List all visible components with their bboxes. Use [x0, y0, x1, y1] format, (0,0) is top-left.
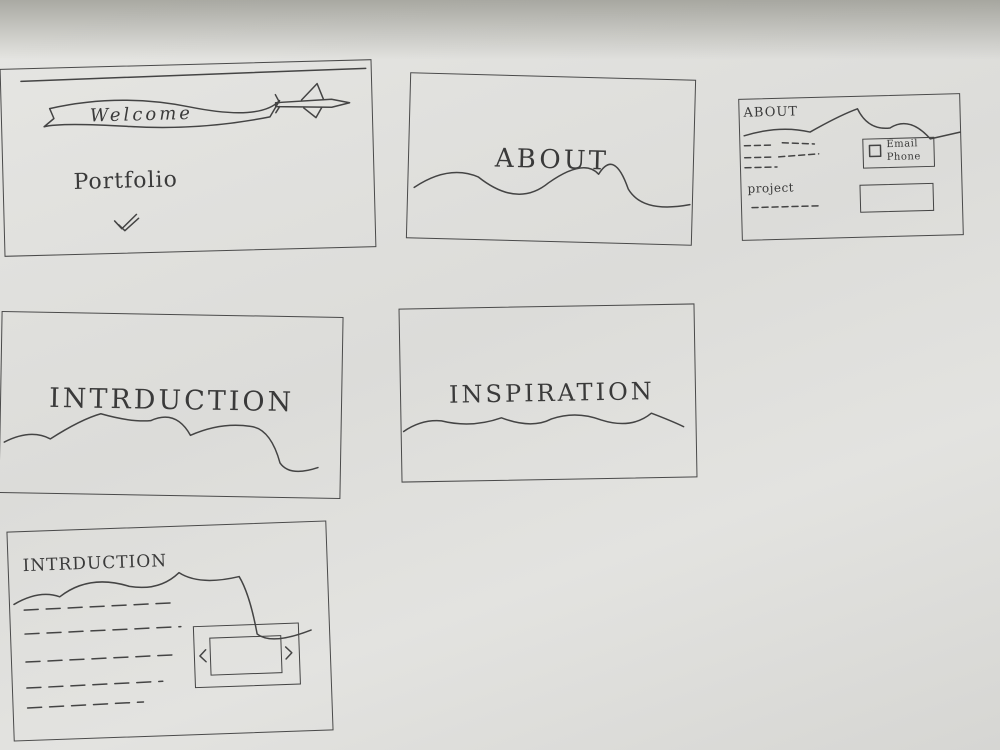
about-detail-mountain-line: [743, 108, 961, 140]
chevron-left-icon: [199, 649, 207, 663]
sketch-inspiration-frame: INSPIRATION: [398, 303, 698, 483]
checkbox-icon: [868, 144, 882, 158]
introduction-mountain-line: [3, 413, 319, 473]
sketch-welcome-frame: Welcome Portfolio: [0, 59, 377, 257]
airplane-icon: [274, 82, 351, 119]
welcome-banner-ribbon: [43, 99, 281, 129]
top-shadow: [0, 0, 1000, 60]
sketch-about-detail-frame: ABOUT Email Phone project: [738, 93, 964, 241]
sketch-introduction-frame: INTRDUCTION: [0, 311, 344, 499]
project-text-lines: [751, 205, 821, 209]
introduction-detail-text-lines: [23, 602, 182, 709]
introduction-detail-mountain-line: [13, 571, 312, 640]
project-image-box: [859, 182, 935, 213]
checkmark-icon: [113, 213, 140, 232]
contact-phone-label: Phone: [886, 151, 921, 164]
chevron-right-icon: [284, 646, 293, 660]
about-detail-text-lines: [743, 142, 820, 169]
inspiration-mountain-line: [402, 412, 685, 433]
sketch-introduction-detail-frame: INTRDUCTION: [6, 520, 334, 742]
sketch-about-frame: ABOUT: [405, 72, 697, 246]
welcome-portfolio-text: Portfolio: [73, 167, 179, 195]
carousel-image-box: [209, 635, 283, 676]
welcome-header-line: [20, 67, 367, 83]
contact-email-label: Email: [886, 138, 919, 151]
welcome-banner-text: Welcome: [89, 102, 194, 127]
about-mountain-line: [413, 163, 691, 208]
project-label: project: [747, 180, 795, 196]
